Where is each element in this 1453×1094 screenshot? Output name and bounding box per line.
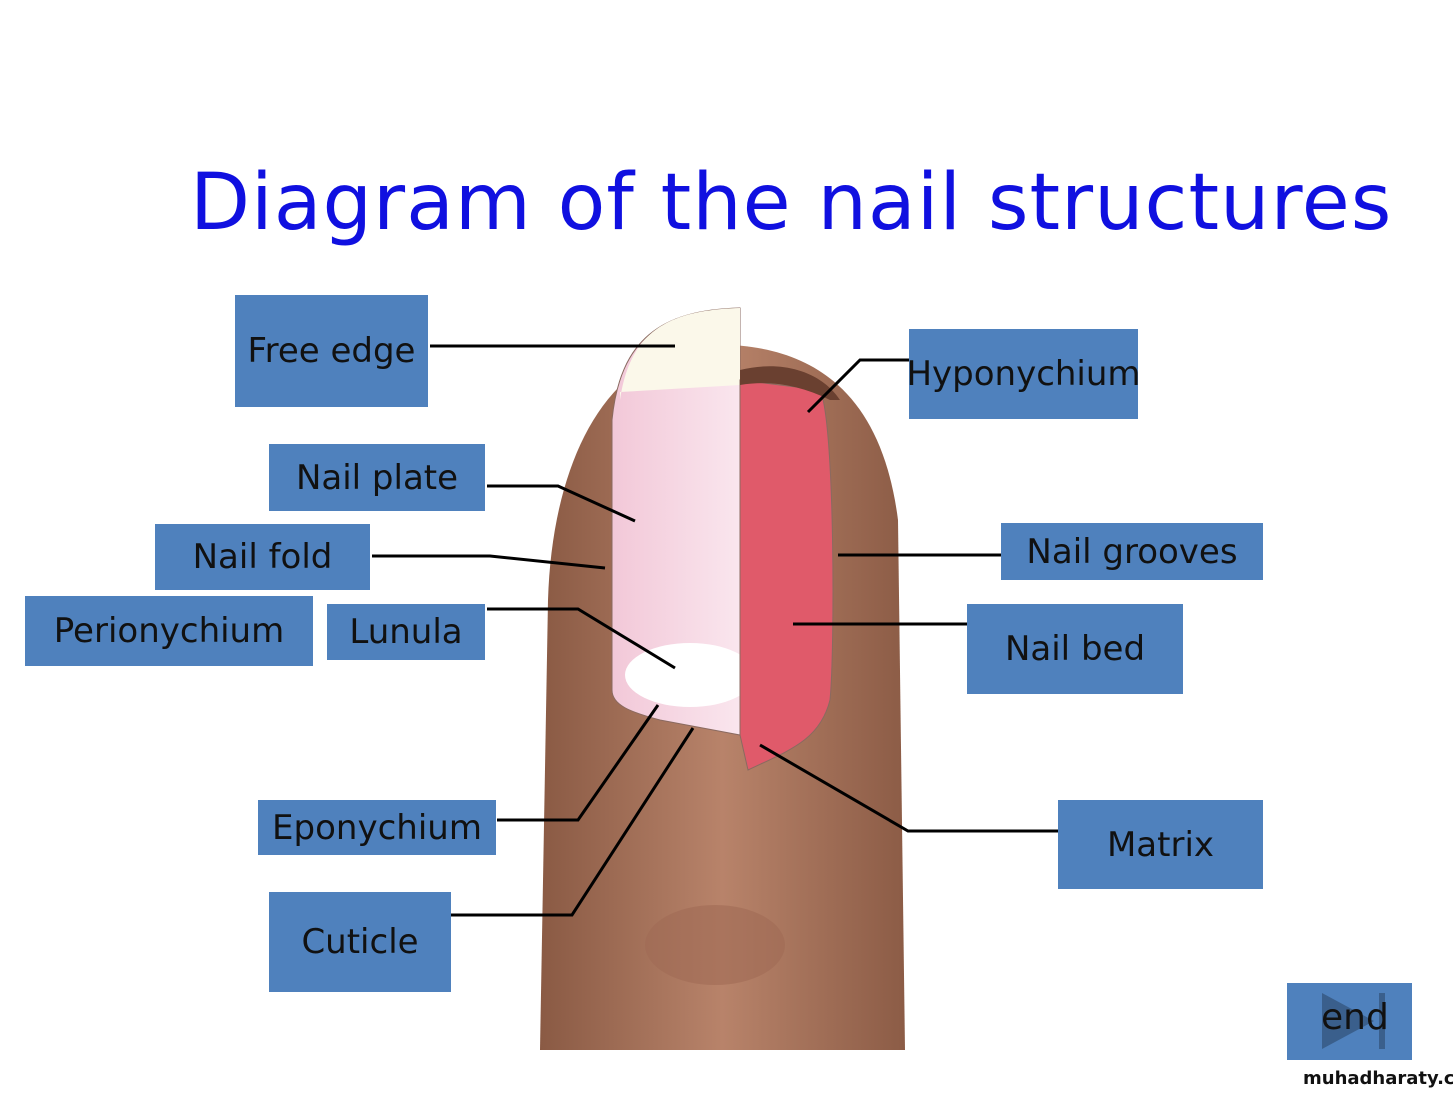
label-nail-grooves: Nail grooves <box>1001 523 1263 580</box>
watermark: muhadharaty.com <box>1303 1068 1453 1089</box>
label-nail-fold: Nail fold <box>155 524 370 590</box>
label-hyponychium: Hyponychium <box>906 329 1141 419</box>
end-button-label: end <box>1321 997 1389 1038</box>
label-free-edge: Free edge <box>235 295 428 407</box>
cuticle-line <box>451 727 695 917</box>
free-edge-shape <box>620 308 740 400</box>
label-matrix: Matrix <box>1058 800 1263 889</box>
end-bar-icon <box>1379 993 1385 1049</box>
label-nail-bed: Nail bed <box>967 604 1183 694</box>
hyponychium-line <box>806 358 909 414</box>
slide-title: Diagram of the nail structures <box>190 158 1393 248</box>
label-cuticle: Cuticle <box>269 892 451 992</box>
label-lunula: Lunula <box>327 604 485 660</box>
label-perionychium: Perionychium <box>25 596 313 666</box>
finger-crease <box>645 905 785 985</box>
label-nail-plate: Nail plate <box>269 444 485 511</box>
play-icon <box>1322 993 1374 1049</box>
label-eponychium: Eponychium <box>258 800 496 855</box>
hyponychium-shape <box>740 366 840 400</box>
nail-fold-line <box>372 554 606 570</box>
matrix-line <box>759 743 1058 833</box>
nail-plate-line <box>487 484 636 523</box>
end-button[interactable]: end <box>1287 983 1412 1060</box>
lunula-line <box>487 607 676 670</box>
eponychium-line <box>497 704 660 822</box>
